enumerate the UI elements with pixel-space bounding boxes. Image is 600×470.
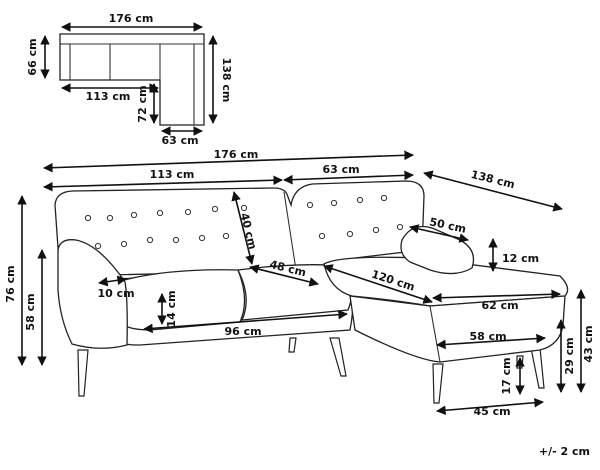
tuft-button — [146, 236, 154, 244]
tuft-button — [94, 242, 102, 250]
tuft-button — [396, 223, 404, 231]
top-view-outline — [59, 33, 205, 126]
leg-back — [288, 337, 297, 353]
leg-chaise-right — [530, 347, 545, 389]
tuft-button — [84, 214, 92, 222]
armrest-width-label: 10 cm — [97, 287, 134, 300]
tuft-button — [106, 214, 114, 222]
seat-depth-line — [249, 264, 319, 287]
chaise-seat-width-line — [432, 289, 561, 303]
front-total-width-label: 176 cm — [214, 148, 259, 161]
tuft-button — [211, 205, 219, 213]
top-chaise-length-label: 138 cm — [220, 58, 233, 103]
chaise-seat-width-label: 62 cm — [481, 299, 518, 312]
leg-height-label: 17 cm — [500, 357, 513, 394]
front-chaise-width-line — [283, 170, 414, 185]
front-seat-height-label: 58 cm — [24, 293, 37, 330]
chaise-base-width-line — [436, 333, 546, 350]
front-total-width-line — [43, 150, 414, 173]
front-chaise-length-line — [423, 170, 563, 212]
tuft-button — [172, 236, 180, 244]
tuft-button — [356, 196, 364, 204]
front-overall-height-label: 76 cm — [4, 265, 17, 302]
tuft-button — [240, 204, 248, 212]
top-chaise-extension-label: 72 cm — [136, 85, 149, 122]
leg-front-middle — [329, 337, 347, 377]
front-chaise-length-label: 138 cm — [470, 168, 517, 191]
leg-spacing-label: 45 cm — [473, 405, 510, 418]
tuft-button — [156, 209, 164, 217]
tuft-button — [222, 232, 230, 240]
tuft-button — [306, 201, 314, 209]
backrest-height-line — [231, 191, 255, 265]
tolerance-note: +/- 2 cm — [539, 445, 590, 458]
chaise-seat-length-line — [323, 264, 433, 304]
tuft-button — [346, 230, 354, 238]
tuft-button — [330, 199, 338, 207]
tuft-button — [372, 226, 380, 234]
tuft-button — [184, 208, 192, 216]
top-depth-label: 66 cm — [26, 38, 39, 75]
seat-width-label: 96 cm — [224, 325, 261, 338]
backrest-center-seam — [283, 191, 297, 271]
pillow-width-line — [409, 224, 469, 243]
leg-front-left — [77, 349, 89, 397]
pillow-height-label: 12 cm — [502, 252, 539, 265]
tuft-button — [130, 211, 138, 219]
chaise-corner-seam — [429, 305, 441, 363]
cushion-height-label: 14 cm — [165, 290, 178, 327]
chaise-base-width-label: 58 cm — [469, 330, 506, 343]
top-view: 176 cm 66 cm 113 cm 138 cm 72 cm 63 cm — [26, 12, 233, 147]
tuft-button — [380, 194, 388, 202]
armrest-width-line — [98, 275, 127, 287]
front-main-width-label: 113 cm — [150, 168, 195, 181]
tuft-button — [120, 240, 128, 248]
leg-chaise-left — [432, 363, 444, 404]
front-main-width-line — [43, 175, 283, 192]
seat-width-line — [143, 309, 348, 334]
chaise-side-height-label: 29 cm — [563, 337, 576, 374]
armrest-left — [57, 239, 128, 349]
top-total-width-label: 176 cm — [109, 12, 154, 25]
chaise-total-height-label: 43 cm — [582, 325, 595, 362]
front-view-dimensions: 176 cm 113 cm 63 cm 138 cm 76 cm 58 cm 4… — [4, 148, 595, 418]
tuft-button — [318, 232, 326, 240]
top-main-width-label: 113 cm — [86, 90, 131, 103]
tuft-button — [198, 234, 206, 242]
top-chaise-width-label: 63 cm — [161, 134, 198, 147]
front-chaise-width-label: 63 cm — [322, 163, 359, 176]
leg-spacing-line — [436, 397, 544, 416]
